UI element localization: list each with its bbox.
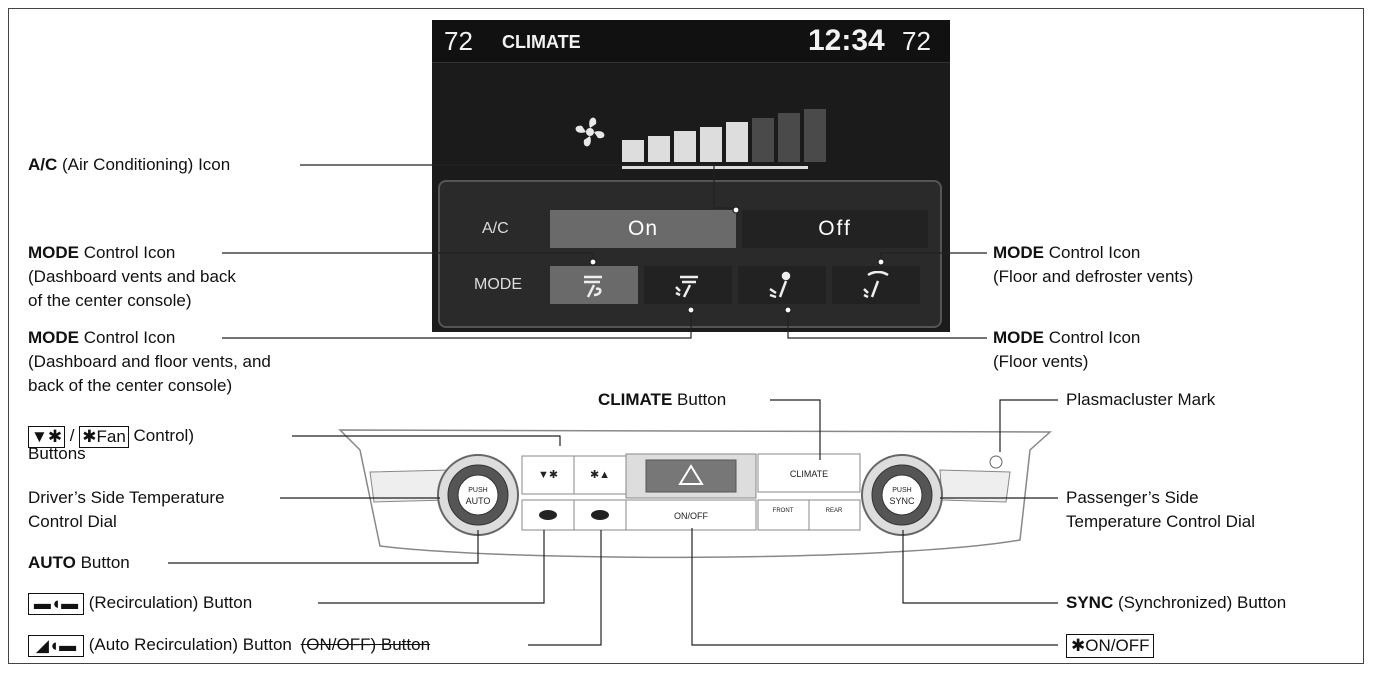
fan-speed-segment (752, 117, 774, 162)
sync-button[interactable] (881, 474, 923, 516)
dashboard-vents-icon (584, 275, 602, 298)
diagram-frame (8, 8, 1364, 664)
mode-dashboard-floor-button[interactable] (644, 266, 732, 304)
strikethrough-text: (ON/OFF) Button (300, 635, 431, 654)
ac-row-label: A/C (482, 220, 509, 237)
fan-onoff-button[interactable] (625, 499, 757, 531)
dashboard-floor-vents-icon (675, 275, 698, 298)
passenger-temp-readout: 72 (902, 26, 931, 56)
sync-button-label: SYNC (Synchronized) Button (1066, 593, 1287, 612)
fan-onoff-text: ON/OFF (674, 511, 708, 521)
mode-floor-defroster-button[interactable] (832, 266, 920, 304)
plasmacluster-label: Plasmacluster Mark (1066, 390, 1216, 409)
auto-recirculation-icon (591, 510, 609, 520)
auto-button[interactable] (457, 474, 499, 516)
front-defroster-text: FRONT (773, 508, 794, 514)
plasmacluster-icon (989, 455, 1003, 469)
front-defroster-button[interactable] (757, 499, 810, 531)
floor-defroster-vents-icon (863, 271, 889, 299)
mode-dashboard-floor-label: MODE Control Icon (Dashboard and floor v… (28, 328, 271, 395)
fan-onoff-label: ✱ON/OFF (1066, 633, 1155, 658)
mode-floor-label: MODE Control Icon (Floor vents) (993, 328, 1141, 371)
climate-control-panel: A/C On Off MODE (438, 180, 942, 328)
fan-speed-segment (674, 131, 696, 162)
floor-vents-icon (769, 271, 791, 299)
ac-off-button[interactable]: Off (742, 210, 928, 248)
climate-button[interactable] (757, 453, 861, 493)
climate-console: PUSH AUTO PUSH SYNC ▼✱ ✱▲ ON/OFF CLIMATE… (338, 429, 1052, 559)
fan-speed-segment (778, 113, 800, 162)
dial-push-text: PUSH (892, 487, 911, 494)
fan-onoff-key: ✱ON/OFF (1066, 633, 1155, 658)
fan-control-buttons-label: ▼✱ / ✱Fan Control) Buttons (28, 425, 194, 463)
auto-recirculation-button-label: ◢◖▬ (Auto Recirculation) Button (ON/OFF)… (28, 633, 430, 657)
ac-on-button[interactable]: On (550, 210, 736, 248)
dial-push-text: PUSH (468, 487, 487, 494)
climate-screen: 72 CLIMATE 12:34 72 A/C On Off MODE (432, 20, 950, 332)
climate-button-label: CLIMATE Button (598, 390, 727, 409)
mode-floor-button[interactable] (738, 266, 826, 304)
fan-speed-segment (622, 140, 644, 162)
rear-defroster-text: REAR (826, 508, 843, 514)
sync-button-text: SYNC (889, 496, 915, 506)
climate-button-text: CLIMATE (790, 469, 828, 479)
auto-recirculation-key-icon: ◢◖▬ (28, 634, 84, 657)
auto-button-label: AUTO Button (28, 553, 130, 572)
fan-speed-segment (700, 126, 722, 162)
auto-button-text: AUTO (466, 496, 491, 506)
clock-readout: 12:34 (808, 24, 885, 57)
mode-row-label: MODE (474, 276, 522, 293)
ac-icon-label: A/C (Air Conditioning) Icon (28, 155, 231, 174)
fan-down-button[interactable] (521, 455, 575, 495)
screen-header: 72 CLIMATE 12:34 72 (432, 20, 950, 63)
fan-speed-segment (804, 108, 826, 162)
fan-up-button[interactable] (573, 455, 627, 495)
fan-up-glyph: ✱▲ (590, 469, 610, 481)
fan-icon (575, 117, 605, 147)
driver-temp-readout: 72 (444, 26, 473, 56)
mode-floor-defroster-label: MODE Control Icon (Floor and defroster v… (993, 243, 1194, 286)
fan-down-glyph: ▼✱ (538, 469, 558, 481)
rear-defroster-button[interactable] (808, 499, 861, 531)
recirculation-button-label: ▬◖▬ (Recirculation) Button (28, 591, 252, 615)
screen-title: CLIMATE (502, 32, 581, 52)
fan-speed-segment (726, 122, 748, 162)
recirculation-icon (539, 510, 557, 520)
mode-dashboard-button[interactable] (550, 266, 638, 304)
mode-dashboard-label: MODE Control Icon (Dashboard vents and b… (28, 243, 236, 310)
hazard-icon (678, 464, 704, 485)
fan-speed-segment (648, 135, 670, 162)
recirculation-key-icon: ▬◖▬ (28, 592, 84, 615)
fan-speed-baseline (622, 166, 808, 169)
fan-up-key-icon: ✱Fan (79, 425, 129, 448)
